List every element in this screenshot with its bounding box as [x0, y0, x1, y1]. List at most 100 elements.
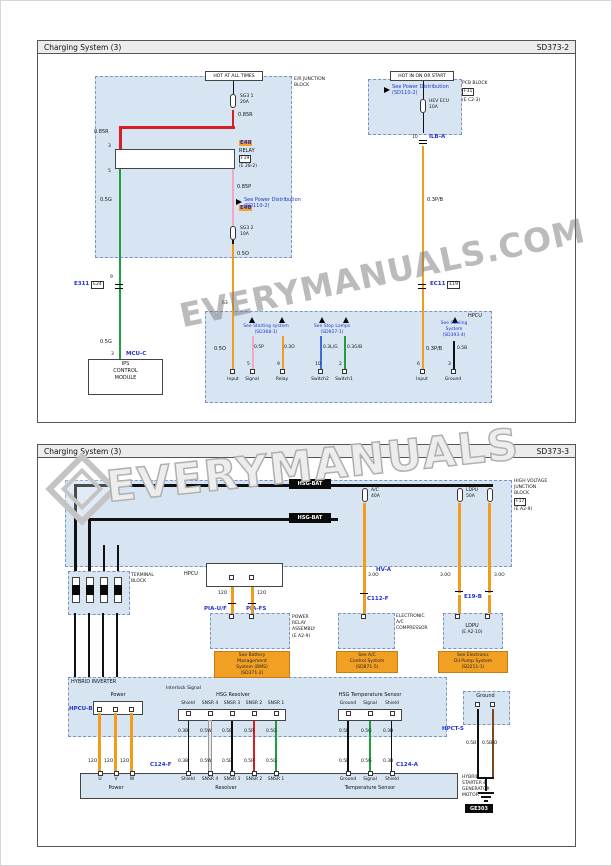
wire-05b: [347, 721, 349, 773]
wire-label: 3.0O: [494, 573, 505, 578]
terminal-pin: [342, 369, 347, 374]
motor-section-resolver: Resolver: [215, 785, 237, 791]
inline-connector-tick: [115, 284, 123, 285]
grid-box: E19: [447, 281, 460, 289]
terminal-pin: [274, 711, 279, 716]
wire-05o: [232, 244, 234, 311]
fuse-hev-ecu: [420, 99, 426, 113]
terminal-name: SNSR 2: [245, 777, 263, 782]
motor-power-cable: [130, 713, 133, 773]
wire-label: 0.5W: [200, 729, 212, 734]
hpcu-label: HPCU: [468, 313, 482, 319]
terminal-pin: [318, 369, 323, 374]
ref-line: Control System: [349, 658, 385, 664]
see-stop-lamps-ref: See Stop Lamps: [313, 324, 351, 329]
terminal-pin: [346, 711, 351, 716]
connector-name: E311: [74, 281, 90, 287]
terminal-name: Switch2: [311, 377, 329, 382]
terminal-name: SNSR 4: [201, 777, 219, 782]
terminal-name: SNSR 2: [245, 701, 263, 706]
see-cooling-system-ref: See Cooling: [440, 321, 468, 326]
wire-05g: [369, 721, 371, 773]
hv-cable-orange: [251, 605, 254, 613]
grid-box: F17: [514, 498, 527, 506]
terminal-name: SNSR 1: [267, 777, 285, 782]
wire-label: 0.5R: [244, 759, 255, 764]
interlock-signal-label: Interlock Signal: [166, 686, 201, 691]
fuse3-name: HEV ECU: [429, 99, 450, 104]
terminal-name: SNSR 3: [223, 701, 241, 706]
ips-label-line3: MODULE: [114, 375, 137, 381]
b-plus-relay-box: [115, 149, 235, 169]
connector-c112-f: C112-F: [367, 596, 389, 602]
pcb-block-grid: (E C2-3): [462, 98, 481, 103]
connector-c124-f: C124-F: [150, 762, 172, 768]
inline-connector-tick: [485, 591, 493, 592]
wire-label: 0.5B: [339, 759, 350, 764]
wire-05g: [275, 721, 277, 773]
ref-line: System (BMS): [236, 664, 268, 670]
terminal-name: Switch1: [335, 377, 353, 382]
inline-connector-tick: [418, 284, 426, 285]
hv-cable: [102, 613, 104, 677]
wire-label: 0.5P: [254, 345, 264, 350]
fuse1-name: SG3 1: [240, 94, 254, 99]
terminal-name: Shield: [385, 701, 399, 706]
page-code: SD373-3: [536, 446, 569, 456]
see-power-distribution-code: (SD110-2): [244, 203, 270, 209]
wire-label: 0.5G: [361, 729, 372, 734]
grid-box: E24: [91, 281, 104, 289]
terminal-block-label-line2: BLOCK: [131, 579, 147, 584]
inline-connector-tick: [419, 143, 427, 144]
wire-label: 0.5G: [266, 729, 277, 734]
hsg-bat-tag: HSG-BAT: [289, 479, 331, 489]
logo-inner-shape: [60, 467, 104, 511]
terminal-pin: [130, 771, 135, 776]
ips-label-line2: CONTROL: [113, 368, 138, 374]
wire-label: 3.0O: [368, 573, 379, 578]
terminal-name: Shield: [181, 777, 195, 782]
hv-cable-orange: [363, 503, 366, 595]
terminal-pin: [252, 771, 257, 776]
connector-hv-a: HV-A: [376, 567, 391, 573]
wire-label: 12O: [218, 591, 228, 596]
wire-03lg: [320, 336, 322, 371]
fuse-sg3-2: [230, 226, 236, 240]
wire-label: 12O: [120, 759, 130, 764]
terminal-pin: [451, 369, 456, 374]
connector-mcu-c: MCU-C: [126, 351, 147, 357]
pin-number: 9: [277, 362, 280, 367]
terminal-name: SNSR 1: [267, 701, 285, 706]
ac-label-line2: A/C: [396, 620, 404, 625]
pin-number: 5: [247, 362, 250, 367]
ldpu-label: LDPU: [465, 623, 479, 629]
pcb-block-label: PCB BLOCK: [462, 81, 488, 86]
wire-label: 0.5G: [100, 339, 112, 345]
terminal-pin: [186, 711, 191, 716]
wire-label: 0.5R: [244, 729, 255, 734]
offsheet-arrow-icon: [452, 317, 458, 323]
ips-label-line1: IPS: [121, 361, 130, 367]
hv-cable: [88, 613, 90, 677]
hsg-bat-tag: HSG-BAT: [289, 513, 331, 523]
wire-label: 0.5B: [457, 346, 468, 351]
hsg-bat-bus-positive-drop: [74, 484, 77, 577]
ac-label-line3: COMPRESSOR: [396, 626, 428, 631]
wire-05r: [253, 721, 255, 773]
see-starting-system-ref: See Starting system: [243, 324, 289, 329]
wire-label: 0.5W: [200, 759, 212, 764]
hv-block-label-line2: JUNCTION: [514, 485, 537, 490]
connector-e48: E48: [239, 205, 253, 212]
see-bms-ref: See Battery Management System (BMS) (SD3…: [214, 651, 290, 679]
ref-line: (SD371-2): [240, 670, 264, 676]
terminal-stud-tag: [100, 585, 108, 595]
fuse-ac-name: A/C: [371, 488, 379, 493]
motor-label-line2: STARTER &: [462, 781, 487, 786]
terminal-pin: [208, 771, 213, 776]
wire-label: 0.3L/G: [323, 345, 338, 350]
relay-pin: 5: [108, 169, 111, 174]
terminal-name: SNSR 4: [201, 701, 219, 706]
terminal-pin: [475, 702, 480, 707]
terminal-name: Relay: [275, 377, 289, 382]
diagram-panel-sd373-2: Charging System (3) SD373-2 HOT AT ALL T…: [37, 40, 589, 423]
